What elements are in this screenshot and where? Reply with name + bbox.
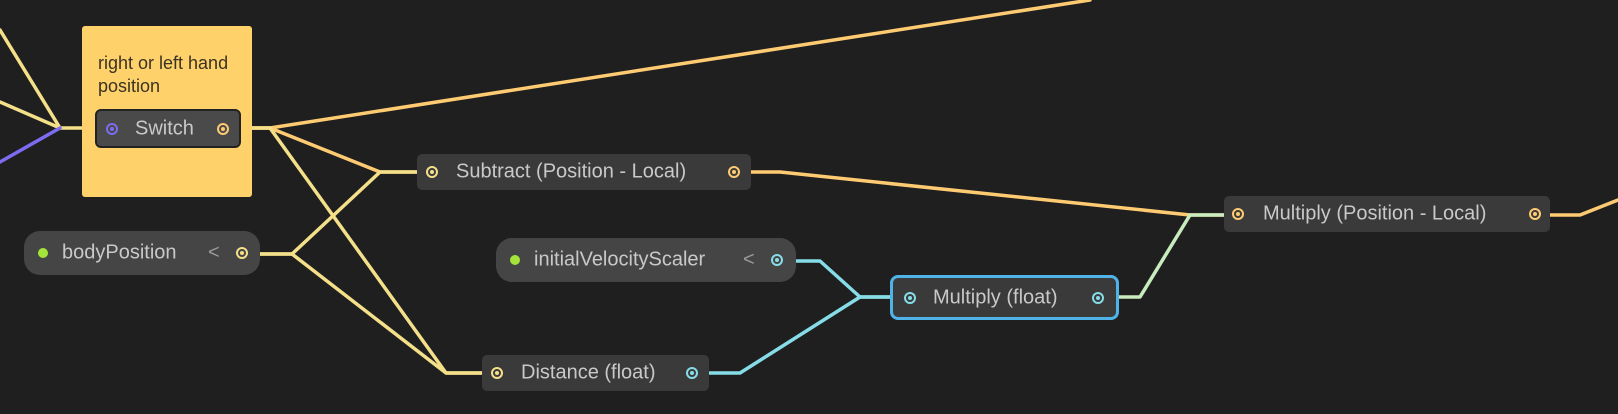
subtract-node-label: Subtract (Position - Local) (456, 160, 687, 183)
wire-velocity-to-multiply-float[interactable] (775, 259, 910, 299)
wire-distance-to-multiply-float[interactable] (691, 295, 910, 375)
distance-output-port[interactable] (686, 367, 698, 379)
multiply-float-node[interactable]: Multiply (float) (890, 275, 1119, 320)
wire-subtract-to-multiply-pos[interactable] (731, 170, 1240, 217)
wire-switch-to-offscreen[interactable] (220, 0, 1092, 130)
subtract-node[interactable]: Subtract (Position - Local) (417, 154, 751, 190)
switch-output-port[interactable] (217, 122, 229, 135)
multiply-float-node-label: Multiply (float) (933, 286, 1058, 308)
initial-velocity-type-dot (510, 255, 520, 265)
multiply-position-node[interactable]: Multiply (Position - Local) (1224, 196, 1550, 232)
body-position-node[interactable]: bodyPosition < (24, 231, 260, 275)
initial-velocity-node-label: initialVelocityScaler (534, 248, 706, 271)
body-position-output-port[interactable] (236, 247, 248, 259)
switch-node-label: Switch (135, 117, 194, 139)
switch-input-port[interactable] (106, 122, 118, 135)
multiply-position-output-port[interactable] (1529, 208, 1541, 220)
body-position-chevron-icon[interactable]: < (208, 241, 220, 264)
sticky-note-text: right or left hand position (98, 53, 229, 96)
multiply-float-input-port[interactable] (904, 291, 916, 304)
multiply-position-input-port[interactable] (1232, 208, 1244, 220)
initial-velocity-chevron-icon[interactable]: < (743, 248, 755, 271)
switch-node[interactable]: Switch (95, 109, 241, 148)
wire-offscreen-to-switch-violet[interactable] (0, 126, 62, 164)
wire-offscreen-to-switch-b[interactable] (0, 100, 62, 130)
wire-body-to-distance[interactable] (240, 252, 498, 375)
multiply-float-output-port[interactable] (1092, 291, 1104, 304)
subtract-output-port[interactable] (728, 166, 740, 178)
body-position-node-label: bodyPosition (62, 241, 177, 264)
wire-switch-to-subtract[interactable] (220, 126, 434, 174)
initial-velocity-node[interactable]: initialVelocityScaler < (496, 238, 796, 282)
distance-input-port[interactable] (491, 367, 503, 379)
wire-body-to-subtract[interactable] (240, 170, 434, 256)
subtract-input-port[interactable] (426, 166, 438, 178)
body-position-type-dot (38, 248, 48, 258)
initial-velocity-output-port[interactable] (771, 254, 783, 266)
multiply-position-node-label: Multiply (Position - Local) (1263, 202, 1487, 225)
distance-node-label: Distance (float) (521, 361, 656, 384)
distance-node[interactable]: Distance (float) (482, 355, 709, 391)
